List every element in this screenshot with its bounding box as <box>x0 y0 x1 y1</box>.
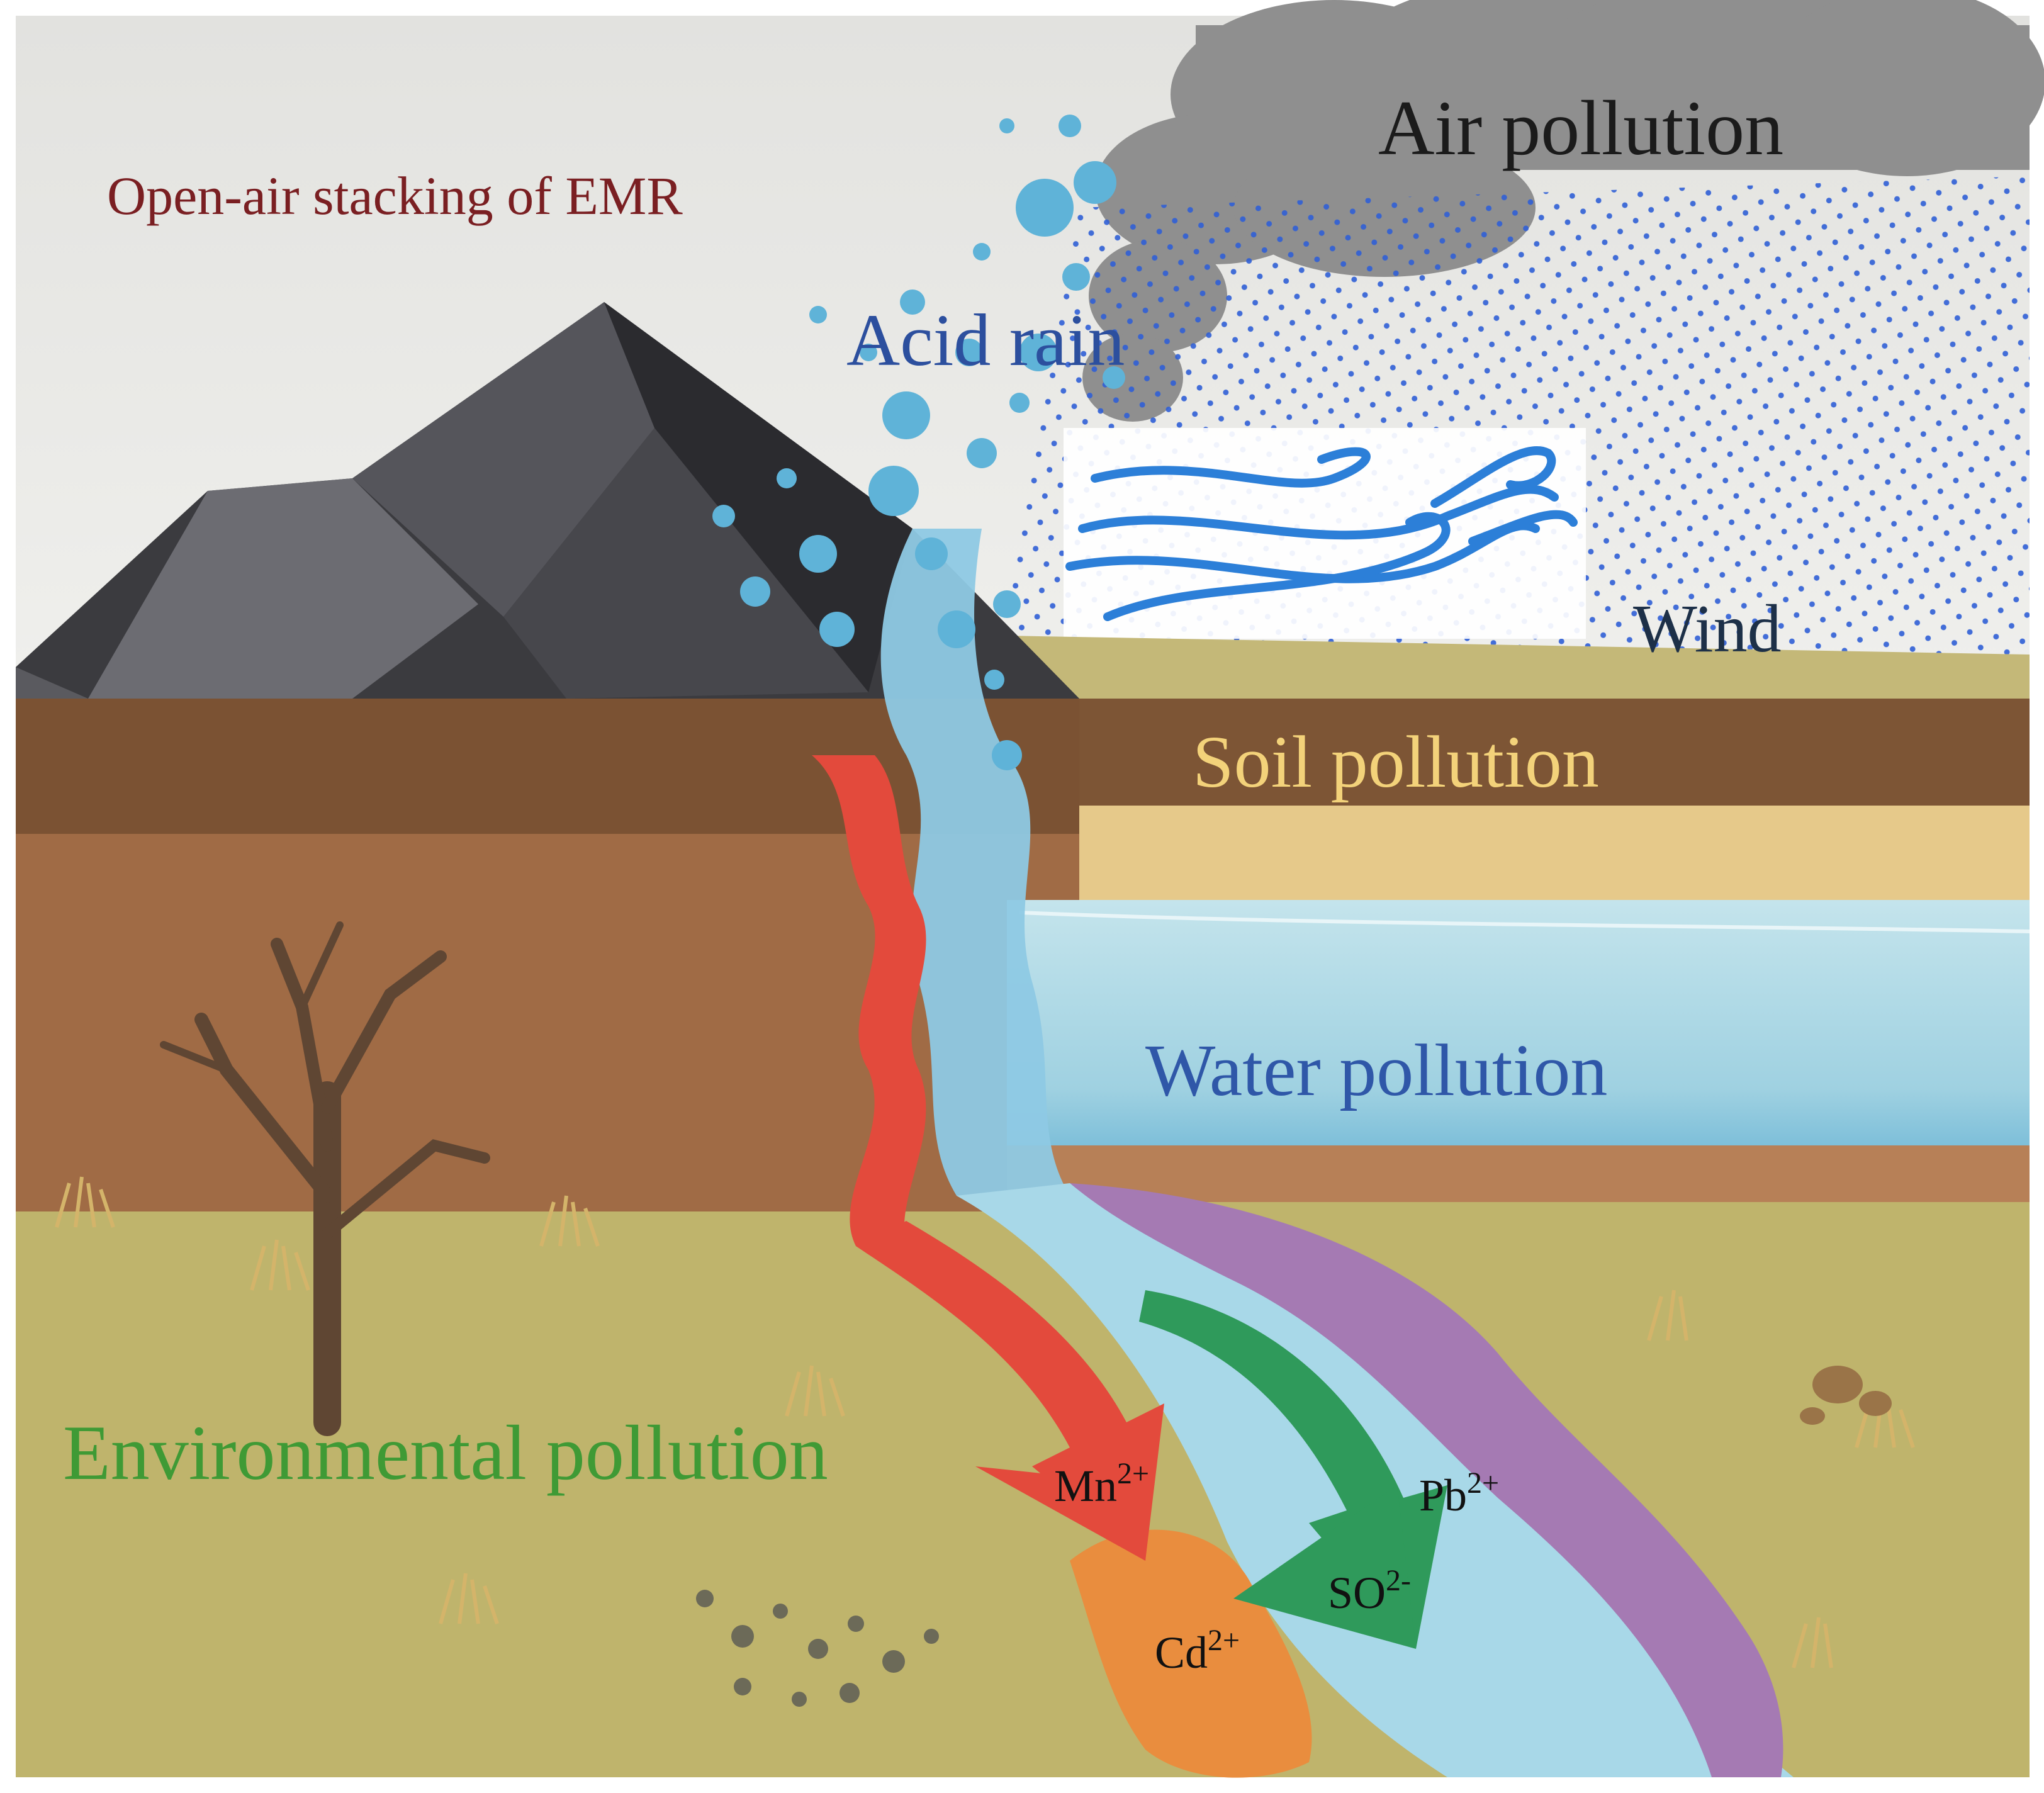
pb-stream <box>1070 1183 1783 1777</box>
mn-ion-base: Mn <box>1054 1461 1117 1511</box>
grass-tufts <box>55 1176 1915 1668</box>
acid-water-stream <box>880 529 1070 1196</box>
environmental-pollution-label: Environmental pollution <box>63 1410 828 1496</box>
cd-ion-charge: 2+ <box>1208 1624 1240 1657</box>
soil-pollution-label: Soil pollution <box>1193 721 1599 803</box>
mn-ion-charge: 2+ <box>1117 1457 1149 1490</box>
dirt-clumps <box>1800 1366 1892 1425</box>
so-ion-charge: 2- <box>1386 1564 1411 1597</box>
mn-arrow <box>812 755 1164 1561</box>
sand-layer <box>1079 806 2030 900</box>
mn-ion-label: Mn2+ <box>1054 1457 1149 1511</box>
air-pollution-label: Air pollution <box>1378 85 1783 171</box>
cd-ion-base: Cd <box>1155 1627 1208 1678</box>
cd-ion-label: Cd2+ <box>1155 1624 1240 1678</box>
pb-ion-label: Pb2+ <box>1419 1466 1499 1520</box>
pb-ion-charge: 2+ <box>1467 1466 1499 1500</box>
so-ion-base: SO <box>1328 1568 1386 1618</box>
pebbles <box>696 1590 939 1707</box>
acid-rain-label: Acid rain <box>846 299 1125 381</box>
horizon-ground <box>1007 636 2030 711</box>
wind-label: Wind <box>1633 592 1782 666</box>
dead-tree <box>160 921 490 1436</box>
so-ion-label: SO2- <box>1328 1564 1411 1618</box>
water-surface-line <box>1019 911 2030 933</box>
title-label: Open-air stacking of EMR <box>107 166 683 226</box>
water-layer <box>1007 900 2030 1171</box>
wind-lines <box>1065 446 1578 621</box>
lower-soil-right <box>1007 1145 2030 1202</box>
water-pollution-label: Water pollution <box>1145 1029 1607 1111</box>
emr-rock-pile <box>16 302 1079 699</box>
pb-ion-base: Pb <box>1419 1470 1467 1520</box>
acid-rain-droplets <box>712 115 1125 770</box>
soil-layer-right <box>1079 699 2030 806</box>
so-arrow <box>1139 1290 1447 1649</box>
